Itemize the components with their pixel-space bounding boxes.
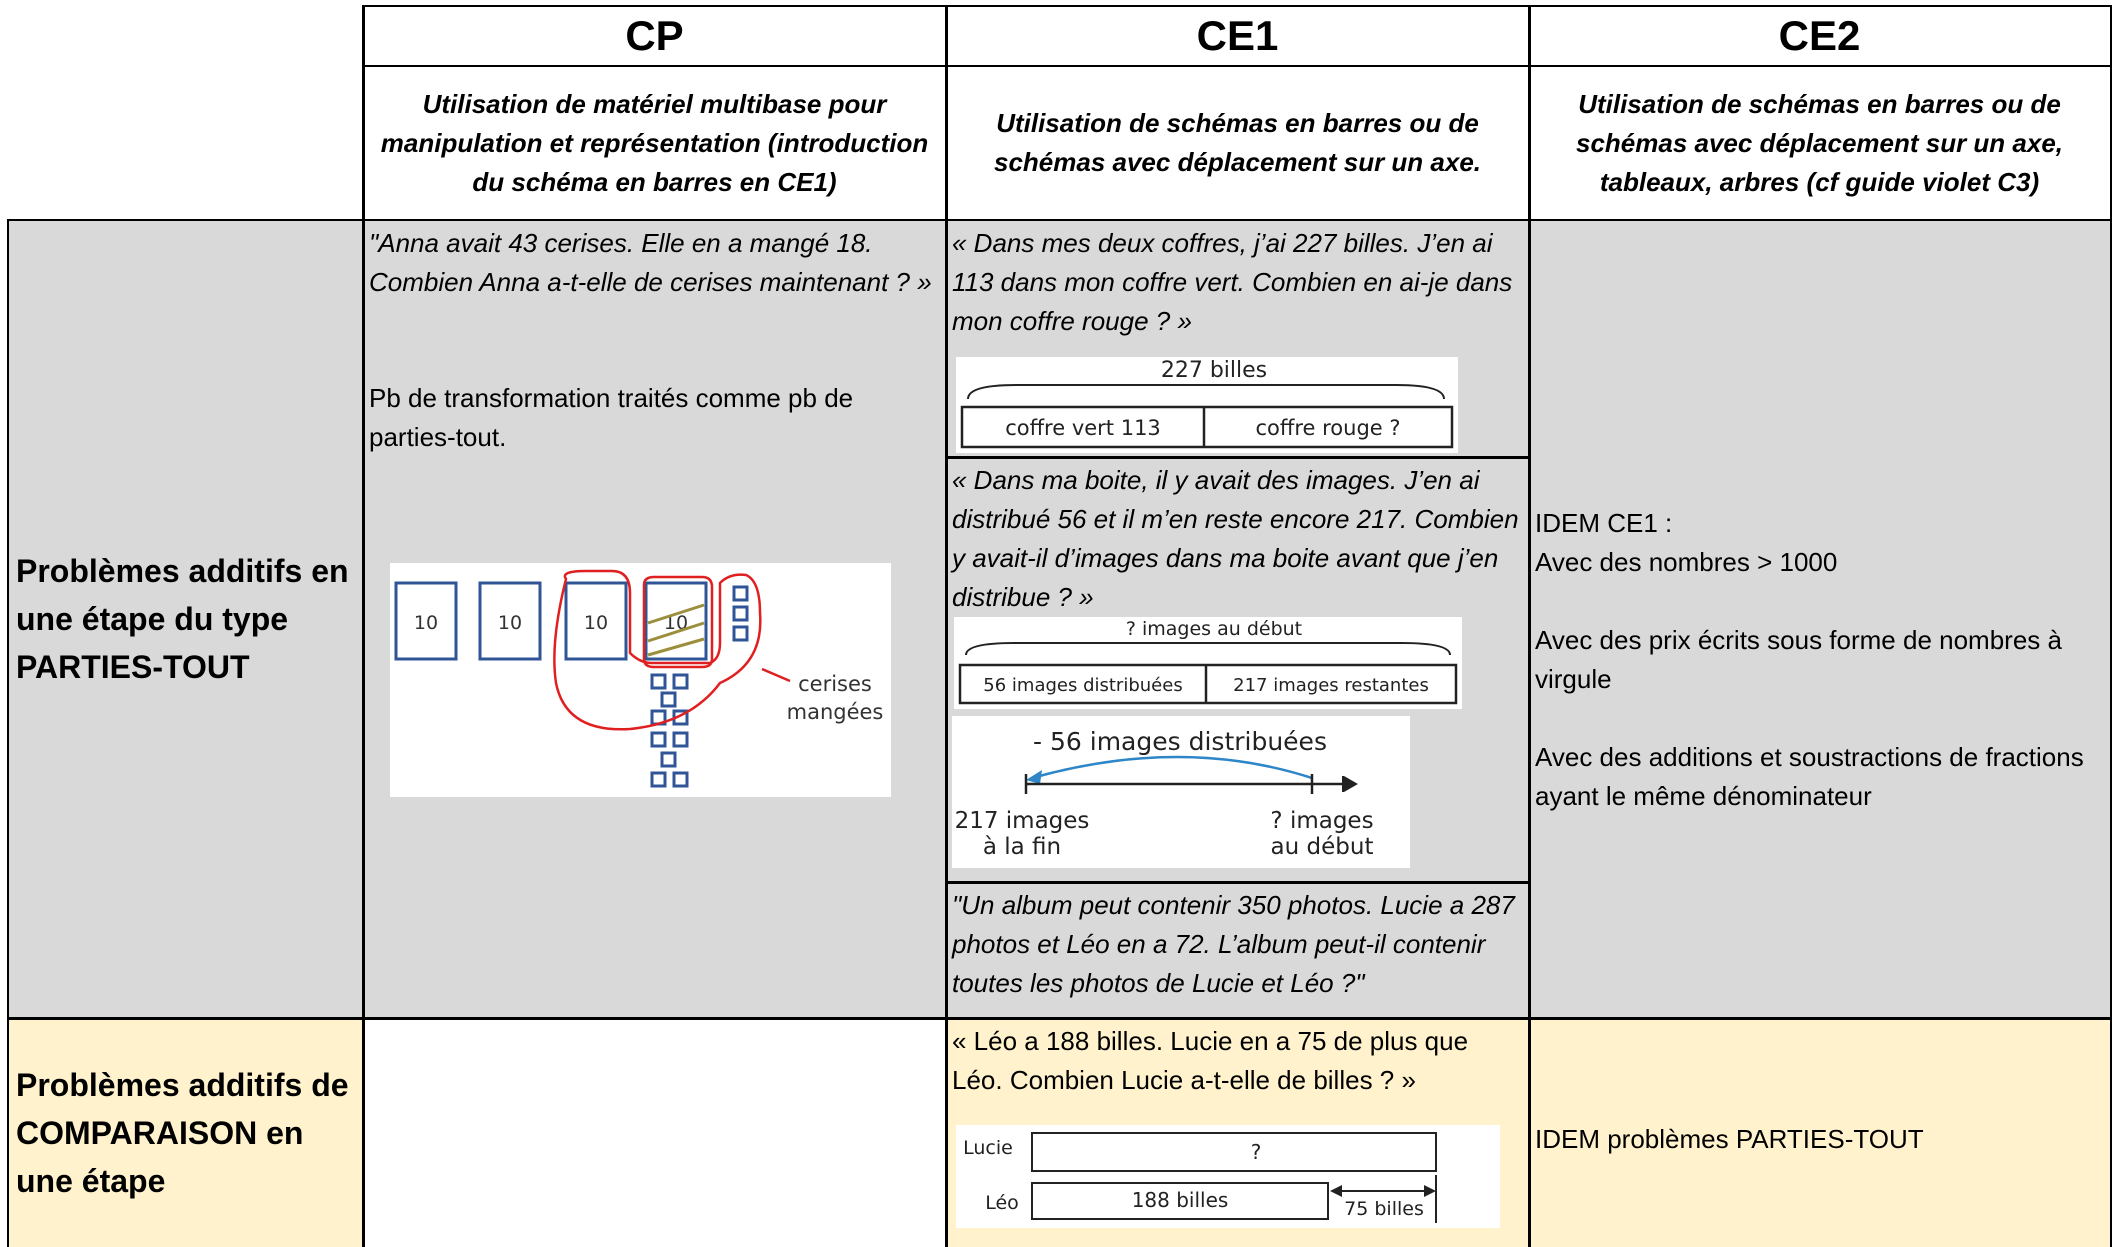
total-brace <box>967 384 1445 400</box>
leo-bar <box>1031 1182 1329 1220</box>
bar-right-label: 217 images restantes <box>1233 675 1429 696</box>
cp-multibase-figure: 10 10 10 10 <box>390 563 891 797</box>
lucie-value: ? <box>1251 1140 1262 1164</box>
multibase-block-3 <box>564 581 628 661</box>
block-label-2: 10 <box>498 612 522 634</box>
ce1-axis-diagram: - 56 images distribuées 217 images à la … <box>952 716 1410 868</box>
leo-label: Léo <box>985 1192 1019 1214</box>
ce1-problem-3-text: "Un album peut contenir 350 photos. Luci… <box>952 890 1515 998</box>
total-label-images: ? images au début <box>1126 618 1302 640</box>
arc-label: - 56 images distribuées <box>1033 727 1327 756</box>
arc-arrowhead <box>1026 770 1042 784</box>
subheader-ce1: Utilisation de schémas en barres ou de s… <box>993 108 1482 177</box>
strike-line-3 <box>647 637 705 657</box>
grid-line-left <box>7 219 9 1247</box>
left-label-2: à la fin <box>983 834 1061 860</box>
ce2-line-3 <box>1535 582 2104 621</box>
lucie-label: Lucie <box>963 1137 1013 1159</box>
ce2-line-2: Avec des nombres > 1000 <box>1535 547 1838 577</box>
strike-line-2 <box>647 621 705 643</box>
caption-mangees: mangées <box>787 700 884 724</box>
grid-line-ce1-split-1 <box>946 456 1530 459</box>
block-label-3: 10 <box>584 612 608 634</box>
diff-arrowhead-right <box>1424 1185 1436 1197</box>
leo-value: 188 billes <box>1132 1188 1229 1212</box>
cp-problem-text: "Anna avait 43 cerises. Elle en a mangé … <box>369 228 932 297</box>
grid-line-ce1-split-2 <box>946 881 1530 884</box>
row-label-comparaison: Problèmes additifs de COMPARAISON en une… <box>16 1066 349 1199</box>
strike-block-outline <box>642 575 714 669</box>
grid-line-col-cp-left <box>362 5 365 1247</box>
caption-pointer <box>761 667 791 683</box>
left-label-1: 217 images <box>955 808 1090 834</box>
ce1-problem-2-text: « Dans ma boite, il y avait des images. … <box>952 465 1519 612</box>
subheader-ce2: Utilisation de schémas en barres ou de s… <box>1575 88 2064 197</box>
row-comparaison-label-bg <box>8 1018 363 1247</box>
ce1-comparaison-text: « Léo a 188 billes. Lucie en a 75 de plu… <box>952 1026 1469 1095</box>
grid-line-row1-bottom <box>7 1017 2112 1020</box>
ce2-parties-tout-text: IDEM CE1 : Avec des nombres > 1000 Avec … <box>1529 500 2110 820</box>
diff-arrowhead-left <box>1330 1185 1342 1197</box>
grid-line-top <box>362 5 2112 7</box>
right-label-2: au début <box>1271 834 1374 860</box>
grid-line-col-ce1-left <box>945 5 948 1247</box>
total-label-227: 227 billes <box>1161 358 1267 383</box>
ce2-line-4: Avec des prix écrits sous forme de nombr… <box>1535 625 2062 694</box>
grid-line-header-bottom <box>362 65 2112 67</box>
ce2-line-5 <box>1535 699 2104 738</box>
ce1-problem-1-text: « Dans mes deux coffres, j’ai 227 billes… <box>952 228 1513 336</box>
bar-outline <box>958 663 1458 705</box>
number-line-arrowhead <box>1342 776 1358 792</box>
ce1-bar-diagram-images: ? images au début 56 images distribuées … <box>954 617 1462 709</box>
unit-cubes <box>650 585 749 788</box>
cp-note-text: Pb de transformation traités comme pb de… <box>369 383 854 452</box>
eaten-cherries-outline <box>553 569 762 731</box>
grid-line-col-ce2-left <box>1528 5 1531 1247</box>
lucie-bar <box>1031 1132 1437 1172</box>
ce2-comparaison-text: IDEM problèmes PARTIES-TOUT <box>1535 1124 1924 1154</box>
row-label-parties-tout: Problèmes additifs en une étape du type … <box>16 553 349 685</box>
arc-curve <box>1031 755 1313 780</box>
strike-line-1 <box>647 603 705 625</box>
ce2-line-1: IDEM CE1 : <box>1535 508 1673 538</box>
right-label-1: ? images <box>1270 808 1373 834</box>
total-brace <box>965 642 1451 656</box>
bar-left-label: coffre vert 113 <box>1005 416 1161 440</box>
ce1-comparison-diagram: Lucie ? Léo 188 billes 75 billes <box>956 1125 1500 1228</box>
grid-line-right <box>2110 5 2112 1247</box>
subheader-cp: Utilisation de matériel multibase pour m… <box>380 88 929 197</box>
ce2-line-6: Avec des additions et soustractions de f… <box>1535 742 2084 811</box>
column-header-ce2: CE2 <box>1778 12 1861 59</box>
diff-label: 75 billes <box>1344 1198 1424 1220</box>
ce1-bar-diagram-coffres: 227 billes coffre vert 113 coffre rouge … <box>956 357 1458 453</box>
column-header-cp: CP <box>625 12 684 59</box>
block-label-1: 10 <box>414 612 438 634</box>
bar-left-label: 56 images distribuées <box>983 675 1182 696</box>
multibase-block-1 <box>394 581 458 661</box>
bar-right-label: coffre rouge ? <box>1255 416 1400 440</box>
multibase-block-2 <box>478 581 542 661</box>
grid-line-subheader-bottom <box>7 219 2112 221</box>
caption-cerises: cerises <box>798 672 872 696</box>
bar-outline <box>960 405 1454 449</box>
column-header-ce1: CE1 <box>1196 12 1279 59</box>
